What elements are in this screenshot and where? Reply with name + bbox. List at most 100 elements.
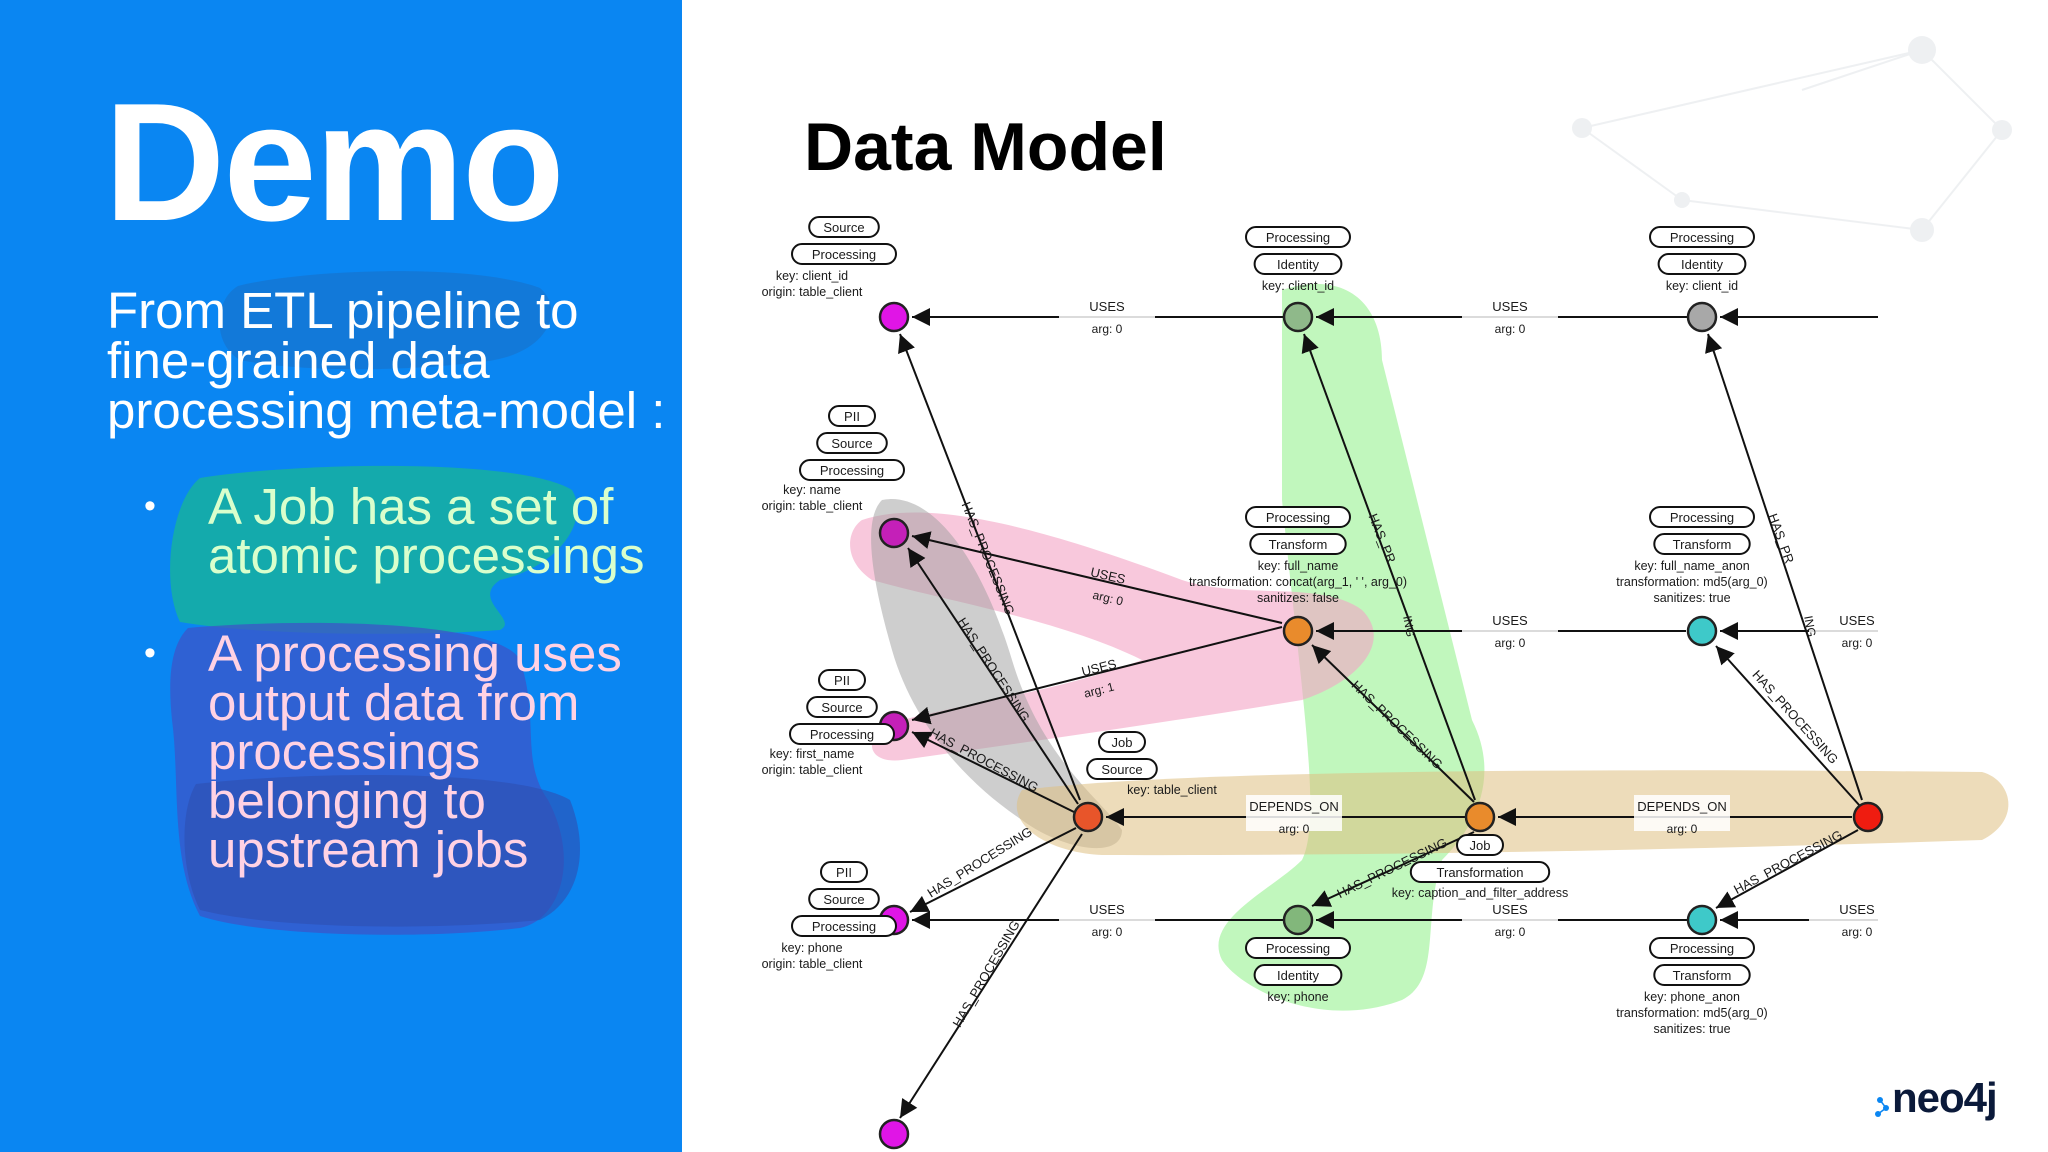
node-n2 — [1245, 226, 1351, 333]
node-label-pill — [816, 432, 888, 454]
edge-n9-n8 — [1106, 795, 1467, 831]
edge-n6-n5 — [1316, 609, 1686, 645]
edge-right-n6 — [1720, 609, 1905, 645]
node-n6 — [1649, 506, 1755, 647]
edge-n9-n5 — [1311, 644, 1475, 803]
node-label: Source — [831, 436, 872, 451]
background-network — [1572, 36, 2012, 242]
node-n9 — [1409, 801, 1551, 883]
edge-n13-n12 — [1316, 898, 1689, 934]
node-label: Source — [821, 700, 862, 715]
node-property: key: table_client — [1127, 783, 1217, 797]
node-label: PII — [836, 865, 852, 880]
node-property: key: full_name_anon — [1634, 559, 1749, 573]
node-label-pill — [1253, 964, 1343, 986]
edge-line — [898, 333, 1081, 801]
edge-label: USES — [1492, 613, 1528, 628]
node-label: Identity — [1681, 257, 1723, 272]
edge-n9-n12 — [1311, 831, 1475, 907]
node-label-pill — [1245, 937, 1351, 959]
node-n13 — [1649, 904, 1755, 986]
edge-n10-n13 — [1715, 829, 1859, 909]
node-circle — [1686, 615, 1718, 647]
node-label: Transform — [1673, 537, 1732, 552]
node-label-pill — [808, 888, 880, 910]
node-property: origin: table_client — [762, 763, 863, 777]
node-circle — [1072, 801, 1104, 833]
bullet-marker: • — [144, 487, 156, 525]
node-label: Source — [1101, 762, 1142, 777]
node-property: key: client_id — [1666, 279, 1738, 293]
node-label-pill — [828, 405, 876, 427]
edge-line — [1311, 644, 1475, 803]
label-fragment: ING — [1801, 615, 1818, 638]
edge-n8-n11 — [909, 827, 1077, 913]
node-circle — [1852, 801, 1884, 833]
node-circle — [1686, 904, 1718, 936]
edge-n8-n4 — [907, 547, 1079, 805]
node-label-pill — [1456, 834, 1504, 856]
node-circle — [1464, 801, 1496, 833]
node-property: key: caption_and_filter_address — [1392, 886, 1569, 900]
edge-line — [899, 833, 1083, 1119]
node-property: origin: table_client — [762, 285, 863, 299]
node-property: key: client_id — [1262, 279, 1334, 293]
edge-n12-n11 — [912, 898, 1285, 934]
node-label-pill — [1086, 758, 1158, 780]
edge-label: DEPENDS_ON — [1637, 799, 1727, 814]
node-property: key: name — [783, 483, 841, 497]
node-label-pill — [1245, 506, 1351, 528]
node-label-pill — [1649, 506, 1755, 528]
edge-n8-n7 — [911, 731, 1075, 813]
edge-label: USES — [1492, 299, 1528, 314]
node-circle — [878, 1118, 910, 1150]
node-n10 — [1852, 801, 1884, 833]
left-panel: Demo From ETL pipeline to fine-grained d… — [0, 0, 682, 1152]
node-property: transformation: md5(arg_0) — [1616, 1006, 1767, 1020]
highlight-etl — [219, 271, 552, 370]
node-property: key: first_name — [770, 747, 855, 761]
node-n7 — [789, 669, 910, 745]
node-label-pill — [808, 216, 880, 238]
node-label: Transformation — [1437, 865, 1524, 880]
edge-label-bg — [1809, 898, 1905, 934]
edge-line — [1715, 829, 1859, 909]
node-property: key: phone — [781, 941, 842, 955]
node-label-pill — [1245, 226, 1351, 248]
edge-label-bg — [1462, 898, 1558, 934]
edge-n5-n4 — [911, 531, 1283, 624]
slide-title: Demo — [104, 68, 565, 256]
highlight-pink-path — [850, 512, 1374, 761]
node-label: Processing — [1266, 510, 1330, 525]
edge-arg: arg: 0 — [1279, 822, 1310, 836]
node-circle — [1686, 301, 1718, 333]
edge-arg: arg: 0 — [1092, 322, 1123, 336]
edge-n10-n6 — [1715, 645, 1861, 807]
node-label-pill — [1653, 533, 1751, 555]
node-n11 — [791, 861, 910, 937]
node-label-pill — [1649, 226, 1755, 248]
node-label: Processing — [820, 463, 884, 478]
node-label-pill — [791, 915, 897, 937]
marker-highlights — [170, 271, 580, 935]
edge-label: HAS_PROCESSING — [924, 824, 1034, 901]
edge-label: USES — [1839, 902, 1875, 917]
edge-n9-n2 — [1301, 333, 1476, 801]
edge-line — [1715, 645, 1861, 807]
edge-arg: arg: 0 — [1842, 636, 1873, 650]
node-label-pill — [818, 669, 866, 691]
node-circle — [1282, 904, 1314, 936]
node-property: origin: table_client — [762, 499, 863, 513]
edge-label: USES — [1089, 902, 1125, 917]
node-label: Processing — [1670, 941, 1734, 956]
node-property: transformation: concat(arg_1, ' ', arg_0… — [1189, 575, 1407, 589]
edge-n5-n7 — [911, 626, 1283, 725]
edge-line — [1311, 831, 1475, 907]
edge-n3-n2 — [1316, 295, 1689, 331]
node-n4 — [799, 405, 910, 549]
nodes — [789, 216, 1884, 1150]
node-property: key: phone — [1267, 990, 1328, 1004]
node-label: Identity — [1277, 257, 1319, 272]
edge-line — [911, 731, 1075, 813]
